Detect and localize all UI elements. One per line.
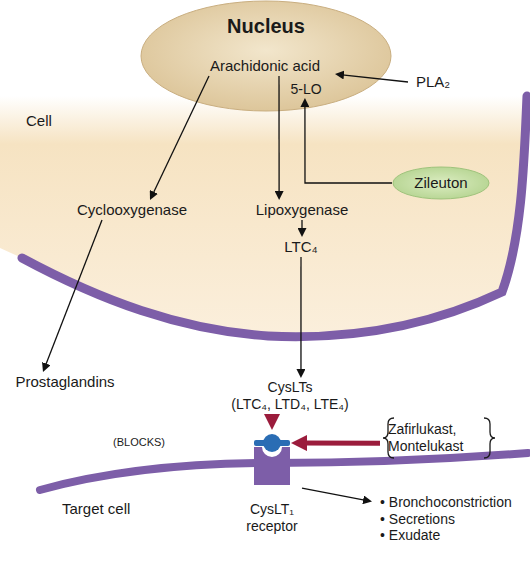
mediator-label: LTC₄ [276,237,326,257]
flow-arrow [302,488,367,500]
node-text: Lipoxygenase [256,201,349,219]
enzyme-label: PLA₂ [408,72,458,92]
flow-arrow [152,76,209,195]
nucleus-ellipse: NucleusArachidonic acid 5-LO [140,0,392,112]
receptor-symbol: CysLT₁ receptor [242,445,302,541]
node-text: Cyclooxygenase [77,201,187,219]
block-note: (BLOCKS) [113,436,165,449]
cell-membrane [22,96,527,337]
flow-arrow [305,103,392,183]
pathway-label: Lipoxygenase [250,200,354,220]
mediator-group: CysLTs(LTC₄, LTD₄, LTE₄) [215,378,365,414]
node-text: (LTC₄, LTD₄, LTE₄) [231,396,348,413]
pathway-label: Cyclooxygenase [72,200,192,220]
substrate-label: Arachidonic acid [195,56,335,76]
right-brace [484,418,495,458]
receptor-block [254,447,290,485]
drug-ellipse [393,167,489,199]
node-text: • Secretions [380,511,455,528]
node-text: CysLTs [268,379,313,396]
enzyme-label: 5-LO [288,80,324,98]
cell-cytoplasm [0,96,527,337]
drug-ellipse: Zileuton [392,166,490,200]
node-text: Zafirlukast, Montelukast [388,421,474,455]
node-text: Arachidonic acid [210,57,320,75]
node-text: CysLT₁ receptor [242,501,302,535]
nucleus-ellipse [141,1,391,111]
product-label: Prostaglandins [10,372,120,392]
block-arrow [300,441,380,446]
flow-arrow [301,220,302,232]
node-text: PLA₂ [416,73,450,91]
effect-list: • Bronchoconstriction• Secretions• Exuda… [372,490,522,548]
block-arrow [270,414,275,421]
node-text: • Exudate [380,527,440,544]
antagonist-disc [263,434,281,452]
node-text: 5-LO [290,81,321,98]
region-label: Cell [26,112,52,129]
region-label: Target cell [62,500,130,517]
node-text: LTC₄ [284,238,317,256]
node-text: Zileuton [414,174,467,192]
nucleus-title: Nucleus [227,14,305,38]
node-text: Prostaglandins [15,373,114,391]
flow-arrow [278,76,279,195]
flow-arrow [300,257,301,373]
flow-arrow [45,220,102,367]
drug-list: Zafirlukast, Montelukast [380,416,498,460]
node-text: • Bronchoconstriction [380,494,512,511]
flow-arrow [340,75,408,82]
